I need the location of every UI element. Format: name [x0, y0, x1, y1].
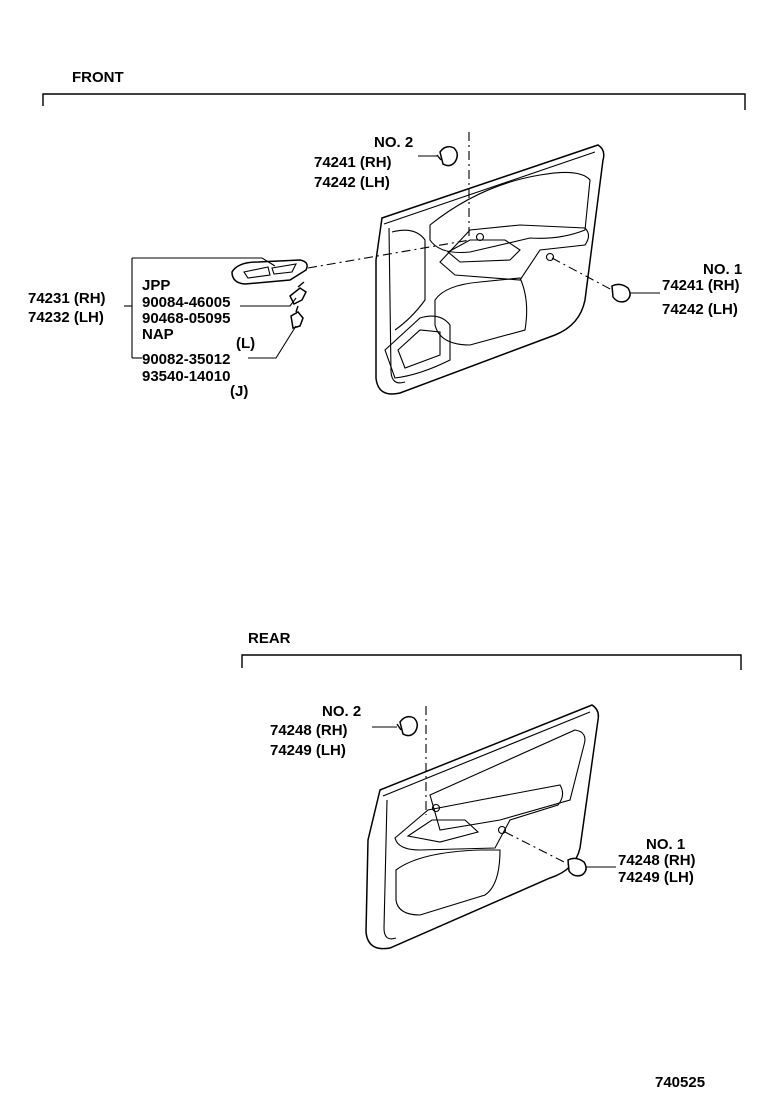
- nap-note-l: (L): [236, 335, 255, 352]
- rear-section: REAR NO. 2 74248 (RH) 74249 (LH): [241, 630, 742, 950]
- rear-upper-clip-lh-label: 74249 (LH): [270, 742, 346, 759]
- rear-lower-clip-dashed-line: [504, 831, 569, 865]
- front-door-trim-panel: [375, 144, 605, 395]
- jpp-part-1: 90084-46005: [142, 294, 230, 311]
- front-lower-clip-hole-icon: [545, 252, 555, 262]
- switch-base-rh-label: 74231 (RH): [28, 290, 106, 307]
- front-lower-clip-icon: [611, 283, 631, 303]
- rear-lower-clip-rh-label: 74248 (RH): [618, 852, 696, 869]
- switch-group-bracket-top: [132, 257, 276, 267]
- nap-label: NAP: [142, 326, 174, 343]
- front-upper-clip-hole-icon: [475, 232, 485, 242]
- rear-door-trim-panel: [365, 704, 600, 950]
- rear-section-title: REAR: [248, 630, 291, 647]
- front-upper-clip-lh-label: 74242 (LH): [314, 174, 390, 191]
- rear-lower-clip-lh-label: 74249 (LH): [618, 869, 694, 886]
- nap-part-1: 90082-35012: [142, 351, 230, 368]
- front-section-bracket: [42, 93, 746, 110]
- nap-part-2: 93540-14010: [142, 368, 230, 385]
- rear-lower-clip-hole-icon: [497, 825, 507, 835]
- switch-base-dashed-line: [307, 239, 471, 269]
- rear-lower-clip-no-label: NO. 1: [646, 836, 685, 853]
- nap-screw-icon: [290, 305, 304, 329]
- jpp-screw-leader: [240, 297, 297, 307]
- front-lower-clip-dashed-line: [551, 257, 613, 291]
- rear-upper-clip-icon: [396, 715, 418, 737]
- front-upper-clip-no-label: NO. 2: [374, 134, 413, 151]
- front-section-title: FRONT: [72, 69, 124, 86]
- switch-base-lh-label: 74232 (LH): [28, 309, 104, 326]
- jpp-screw-icon: [289, 281, 307, 306]
- rear-upper-clip-no-label: NO. 2: [322, 703, 361, 720]
- rear-upper-clip-rh-label: 74248 (RH): [270, 722, 348, 739]
- nap-screw-leader: [248, 325, 297, 359]
- rear-upper-clip-hole-icon: [431, 803, 441, 813]
- jpp-label: JPP: [142, 277, 170, 294]
- front-upper-clip-rh-label: 74241 (RH): [314, 154, 392, 171]
- front-section: FRONT NO. 2: [28, 69, 746, 400]
- power-window-switch-base-icon: [231, 259, 308, 285]
- front-lower-clip-rh-label: 74241 (RH): [662, 277, 740, 294]
- rear-lower-clip-icon: [567, 857, 587, 877]
- figure-code: 740525: [655, 1074, 705, 1091]
- rear-section-bracket: [241, 654, 742, 670]
- front-upper-clip-icon: [436, 145, 458, 167]
- front-lower-clip-no-label: NO. 1: [703, 261, 742, 278]
- nap-note-j: (J): [230, 383, 248, 400]
- jpp-part-2: 90468-05095: [142, 310, 230, 327]
- front-lower-clip-lh-label: 74242 (LH): [662, 301, 738, 318]
